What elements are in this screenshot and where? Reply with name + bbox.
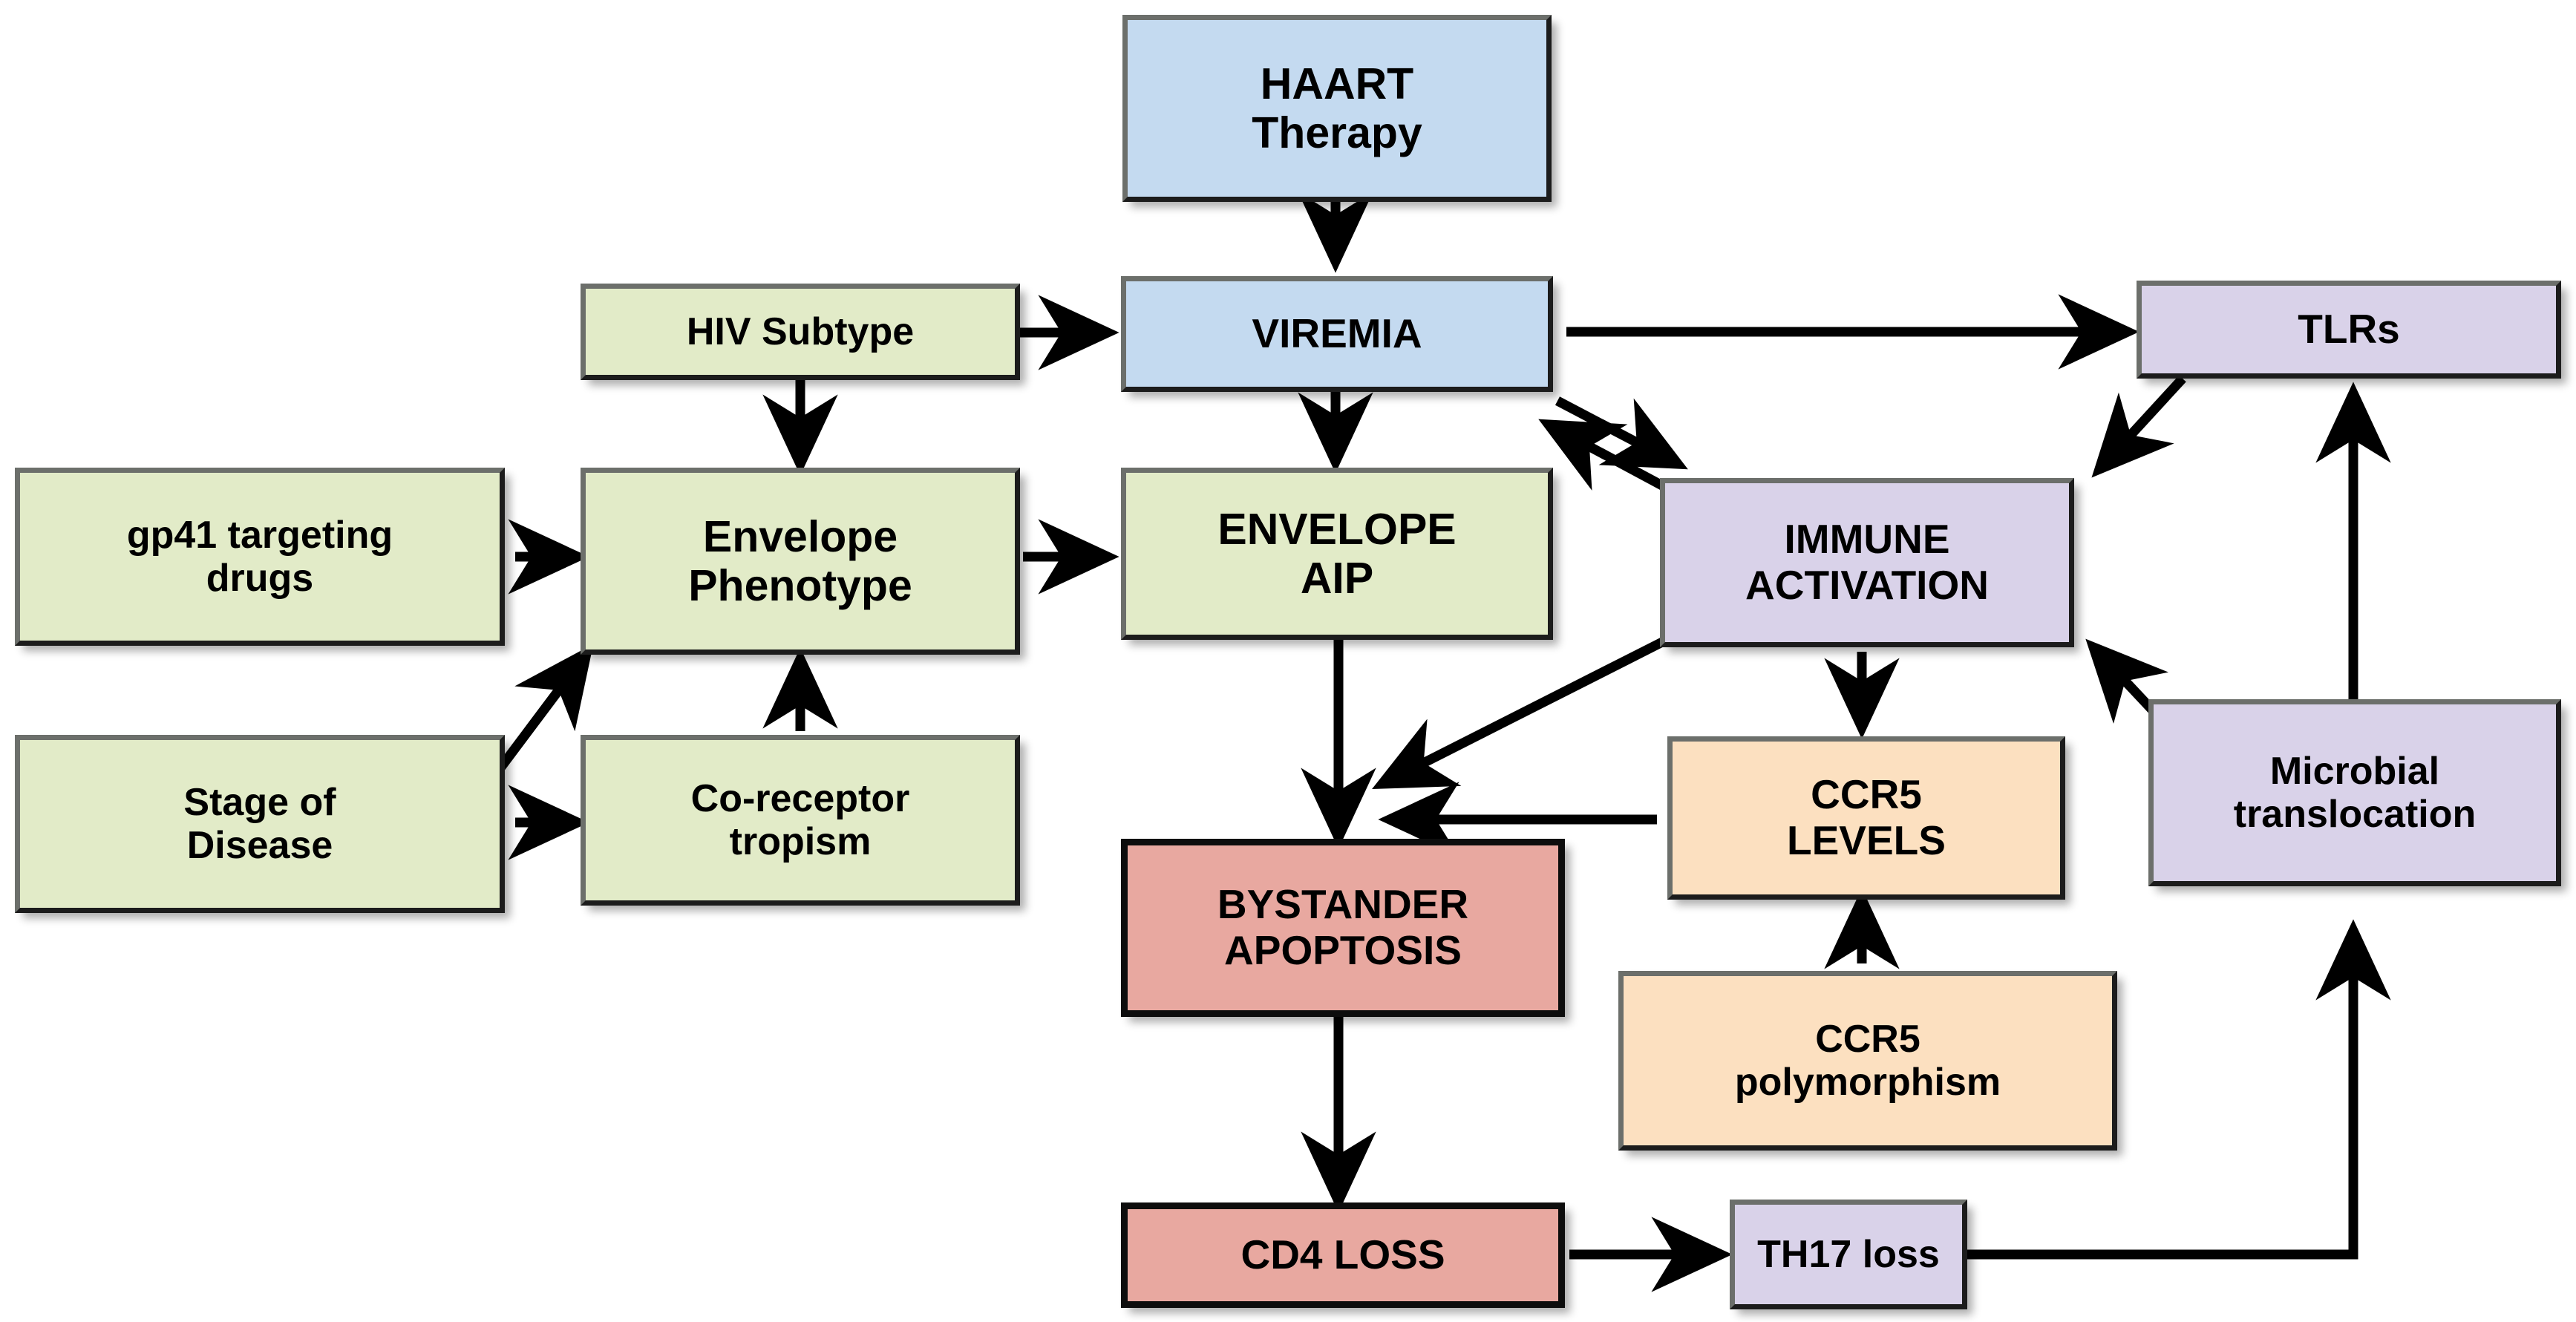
node-gp41-line2: drugs [206,557,314,600]
node-envaip-line1: ENVELOPE [1217,504,1457,554]
node-gp41-line1: gp41 targeting [126,513,393,557]
node-hiv-subtype[interactable]: HIV Subtype [581,284,1020,380]
node-bystander-line1: BYSTANDER [1217,881,1469,928]
node-haart-therapy[interactable]: HAART Therapy [1122,15,1552,202]
node-coreceptor-tropism[interactable]: Co-receptor tropism [581,735,1020,906]
node-tlrs-label: TLRs [2298,306,2400,353]
node-stage-of-disease[interactable]: Stage of Disease [15,735,505,913]
node-cd4loss-label: CD4 LOSS [1240,1231,1445,1278]
node-bystander-apoptosis[interactable]: BYSTANDER APOPTOSIS [1121,839,1565,1017]
node-envelope-aip[interactable]: ENVELOPE AIP [1121,468,1553,640]
node-ccr5poly-line2: polymorphism [1734,1061,2001,1104]
node-microbial-translocation[interactable]: Microbial translocation [2148,699,2561,886]
node-envpheno-line1: Envelope [702,511,898,561]
node-immune-activation[interactable]: IMMUNE ACTIVATION [1660,478,2074,647]
node-tropism-line2: tropism [729,820,872,863]
edge-stage-envpheno [493,644,594,775]
node-hiv-subtype-label: HIV Subtype [686,310,915,353]
node-viremia[interactable]: VIREMIA [1121,276,1553,392]
node-cd4-loss[interactable]: CD4 LOSS [1121,1202,1565,1308]
node-stage-line1: Stage of [183,780,336,824]
node-envelope-phenotype[interactable]: Envelope Phenotype [581,468,1020,655]
node-viremia-label: VIREMIA [1252,310,1422,357]
node-stage-line2: Disease [186,824,333,867]
node-gp41-targeting-drugs[interactable]: gp41 targeting drugs [15,468,505,646]
node-microbial-line2: translocation [2233,793,2477,836]
node-bystander-line2: APOPTOSIS [1224,927,1462,973]
node-envpheno-line2: Phenotype [688,561,912,610]
node-microbial-line1: Microbial [2269,749,2440,793]
node-ccr5levels-line2: LEVELS [1787,817,1946,863]
node-ccr5-polymorphism[interactable]: CCR5 polymorphism [1618,971,2117,1151]
node-th17loss-label: TH17 loss [1757,1232,1940,1276]
edge-viremia-immuneact [1555,396,1688,470]
node-th17-loss[interactable]: TH17 loss [1730,1200,1967,1309]
node-haart-line2: Therapy [1252,108,1422,157]
node-immuneact-line2: ACTIVATION [1745,562,1989,608]
node-ccr5poly-line1: CCR5 [1815,1017,1920,1061]
node-immuneact-line1: IMMUNE [1784,516,1950,563]
edge-tlrs-immuneact [2091,375,2186,478]
edge-immuneact-bystander [1372,635,1669,790]
edge-immuneact-viremia [1538,419,1673,494]
node-haart-line1: HAART [1260,59,1414,108]
node-tropism-line1: Co-receptor [690,776,910,820]
node-envaip-line2: AIP [1300,554,1374,603]
node-tlrs[interactable]: TLRs [2137,281,2561,379]
node-ccr5-levels[interactable]: CCR5 LEVELS [1667,736,2065,900]
node-ccr5levels-line1: CCR5 [1811,771,1922,818]
